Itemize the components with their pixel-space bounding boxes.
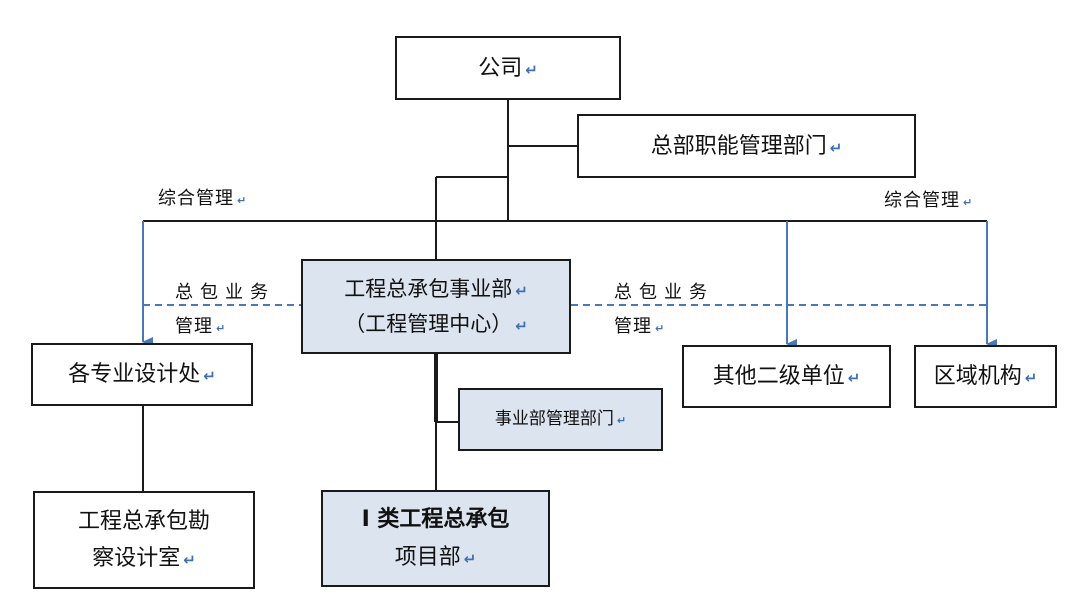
- label-epc-business-right-line1: 总包业务: [614, 282, 714, 303]
- node-division-management: 事业部管理部门↵: [458, 388, 663, 451]
- node-epc-division: 工程总承包事业部↵ （工程管理中心）↵: [301, 259, 571, 354]
- label-comprehensive-management-right: 综合管理↵: [884, 190, 974, 211]
- node-other-secondary-units: 其他二级单位↵: [682, 345, 891, 408]
- label-epc-business-right-line2: 管理↵: [614, 316, 666, 337]
- label-comprehensive-management-left: 综合管理↵: [158, 188, 248, 209]
- return-mark-icon: ↵: [655, 322, 666, 335]
- node-hq-departments: 总部职能管理部门↵: [577, 114, 916, 178]
- node-class1-epc-project-dept: I 类工程总承包 项目部↵: [321, 490, 550, 587]
- node-regional-agencies: 区域机构↵: [914, 345, 1057, 408]
- return-mark-icon: ↵: [829, 138, 843, 157]
- return-mark-icon: ↵: [183, 551, 196, 569]
- return-mark-icon: ↵: [616, 413, 627, 427]
- return-mark-icon: ↵: [847, 369, 861, 387]
- node-epc-survey-design-room: 工程总承包勘 察设计室↵: [33, 491, 255, 589]
- label-epc-business-left-line2: 管理↵: [175, 316, 227, 337]
- return-mark-icon: ↵: [1024, 369, 1038, 387]
- node-company: 公司↵: [395, 36, 621, 100]
- return-mark-icon: ↵: [463, 549, 477, 568]
- label-epc-business-left-line1: 总包业务: [175, 282, 275, 303]
- return-mark-icon: ↵: [963, 196, 974, 209]
- return-mark-icon: ↵: [216, 322, 227, 335]
- return-mark-icon: ↵: [515, 316, 528, 335]
- node-design-offices: 各专业设计处↵: [31, 343, 253, 406]
- return-mark-icon: ↵: [525, 60, 538, 79]
- return-mark-icon: ↵: [515, 281, 528, 300]
- return-mark-icon: ↵: [237, 194, 248, 207]
- return-mark-icon: ↵: [203, 367, 216, 385]
